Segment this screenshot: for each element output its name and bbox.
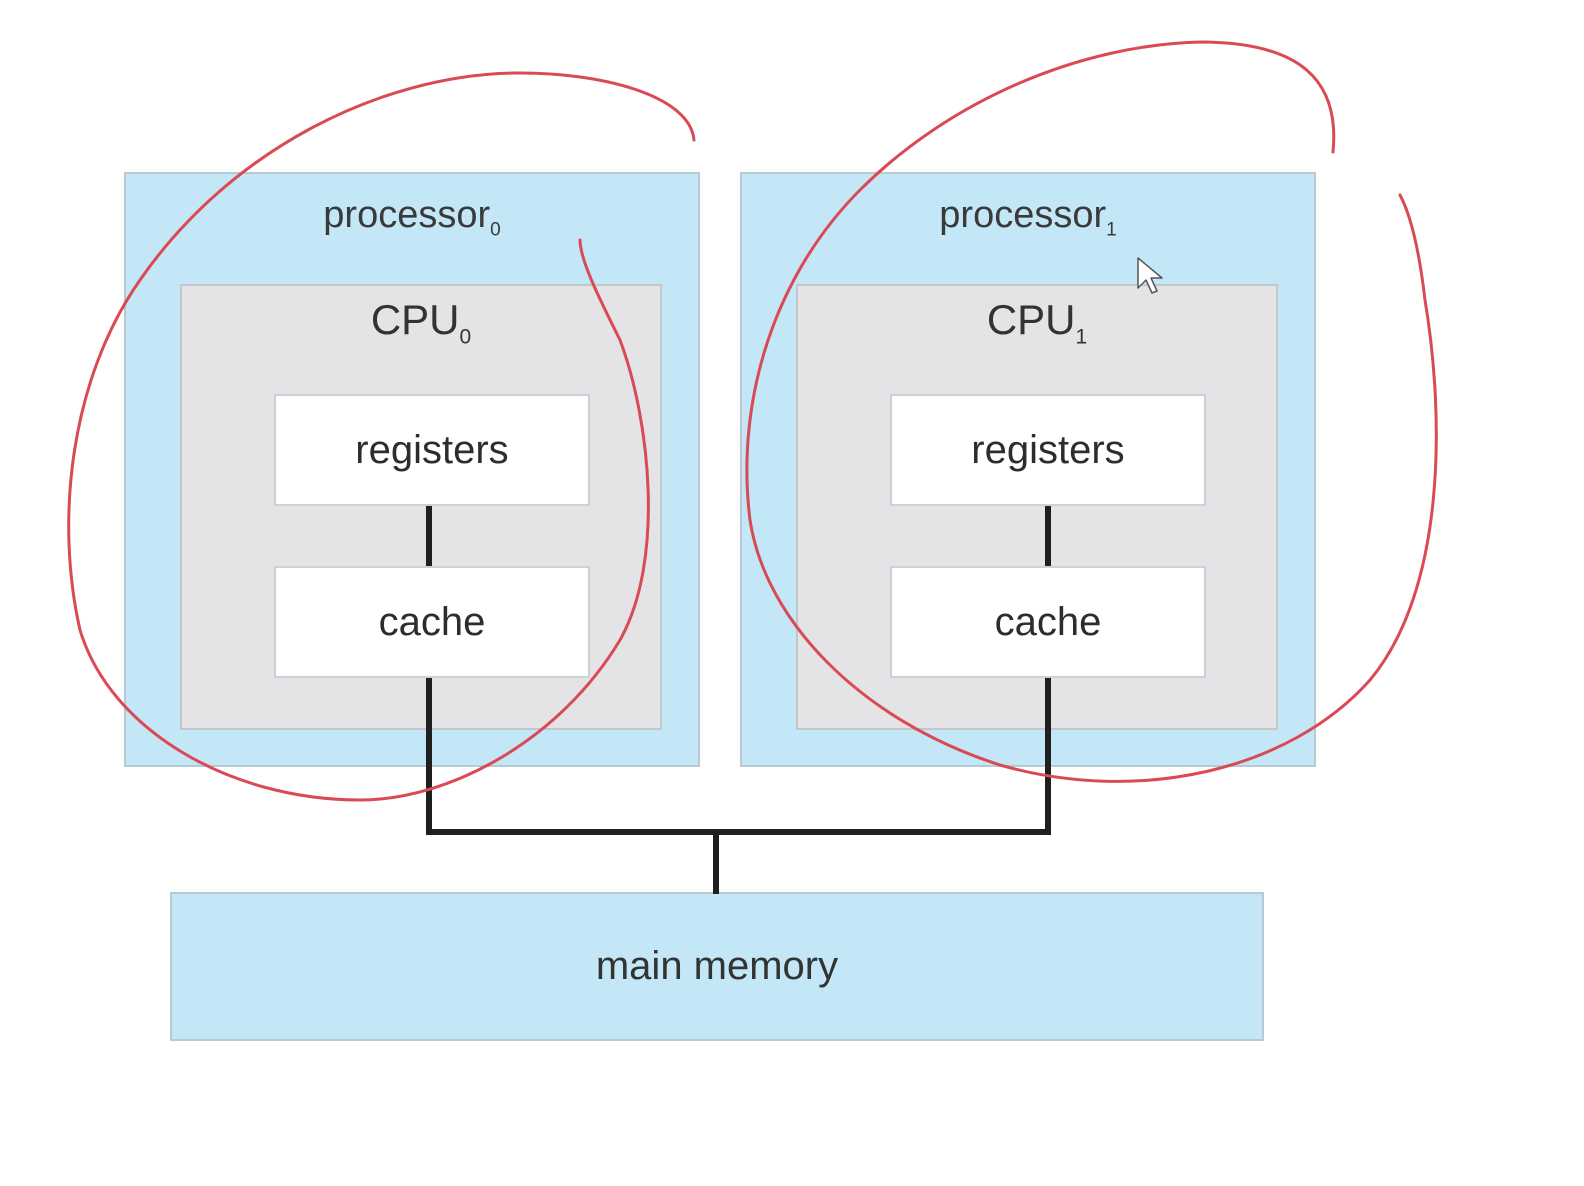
cpu-1-label: CPU1 <box>986 296 1088 349</box>
cpu-0-label: CPU0 <box>370 296 472 349</box>
cpu-1-registers-box: registers <box>890 394 1206 506</box>
cpu-0-box: CPU0 registers cache <box>180 284 662 730</box>
processor-1-label: processor1 <box>939 194 1117 241</box>
processor-1-box: processor1 CPU1 registers cache <box>740 172 1316 767</box>
cpu-1-box: CPU1 registers cache <box>796 284 1278 730</box>
cpu-0-cache-box: cache <box>274 566 590 678</box>
main-memory-box: main memory <box>170 892 1264 1041</box>
processor-0-box: processor0 CPU0 registers cache <box>124 172 700 767</box>
cpu-0-registers-box: registers <box>274 394 590 506</box>
processor-0-label: processor0 <box>323 194 501 241</box>
cpu-1-cache-box: cache <box>890 566 1206 678</box>
